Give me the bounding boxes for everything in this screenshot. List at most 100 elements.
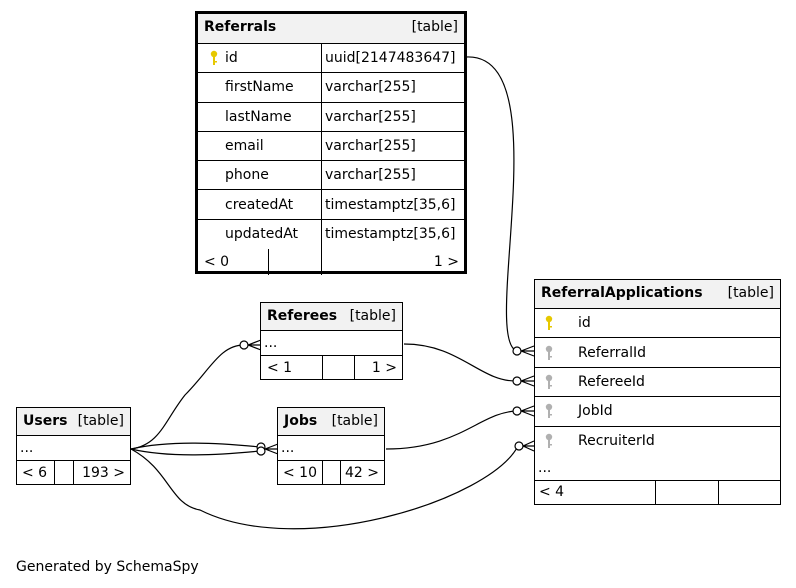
column-row: createdAt timestamptz[35,6] [198, 190, 464, 220]
column-type: varchar[255] [325, 108, 416, 125]
column-row: phone varchar[255] [198, 161, 464, 191]
column-name: id [578, 315, 591, 332]
column-name: phone [225, 167, 269, 184]
edge-end-circle [512, 406, 522, 416]
edge-users-referralapplications [130, 445, 519, 530]
column-name: updatedAt [225, 226, 299, 243]
edge-users-jobs-2 [130, 448, 261, 456]
table-name: ReferralApplications [541, 285, 703, 301]
ellipsis-row: ... [278, 436, 384, 461]
generated-by-text: Generated by SchemaSpy [16, 559, 199, 575]
crowfoot [520, 405, 535, 417]
column-name: ReferralId [578, 344, 647, 361]
table-header: Referrals [table] [198, 14, 464, 44]
table-footer: < 6 193 > [17, 461, 130, 484]
table-referrals[interactable]: Referrals [table] id uuid[2147483647] firs… [195, 11, 467, 276]
column-name: RefereeId [578, 373, 645, 390]
footer-left: < 6 [22, 464, 48, 481]
edge-referees-referralapplications [403, 343, 518, 382]
table-referees[interactable]: Referees [table] ... < 1 1 > [260, 302, 403, 380]
crowfoot [264, 443, 279, 455]
edge-referrals-referralapplications [465, 56, 518, 352]
edge-end-circle [256, 446, 266, 456]
table-footer: < 0 1 > [198, 249, 464, 276]
column-row: firstName varchar[255] [198, 73, 464, 103]
ellipsis-row: ... [17, 436, 130, 461]
footer-right: 42 > [345, 464, 379, 481]
column-row: JobId [535, 397, 780, 427]
table-name: Users [23, 413, 68, 429]
foreign-key-icon [545, 345, 553, 361]
footer-right: 1 > [371, 359, 397, 376]
column-name: lastName [225, 108, 292, 125]
column-type: varchar[255] [325, 138, 416, 155]
table-kind: [table] [349, 308, 396, 324]
column-name: JobId [578, 403, 613, 420]
footer-right: 193 > [82, 464, 125, 481]
column-name: email [225, 138, 264, 155]
footer-left: < 10 [283, 464, 317, 481]
crowfoot [520, 345, 535, 357]
footer-left: < 1 [267, 359, 293, 376]
foreign-key-icon [545, 433, 553, 449]
foreign-key-icon [545, 403, 553, 419]
footer-right: 1 > [433, 254, 459, 271]
ellipsis-row: ... [535, 456, 780, 481]
ellipsis: ... [20, 440, 34, 456]
edge-end-circle [514, 441, 524, 451]
column-name: RecruiterId [578, 433, 655, 450]
edge-end-circle [239, 340, 249, 350]
column-row: ReferralId [535, 338, 780, 368]
table-header: Users [table] [17, 408, 130, 436]
column-row: lastName varchar[255] [198, 102, 464, 132]
edge-jobs-referralapplications [385, 410, 518, 450]
column-row: RefereeId [535, 368, 780, 398]
table-kind: [table] [727, 285, 774, 301]
table-kind: [table] [411, 19, 458, 35]
column-row: email varchar[255] [198, 131, 464, 162]
table-name: Referrals [204, 19, 277, 35]
column-name: createdAt [225, 196, 294, 213]
column-name: firstName [225, 79, 294, 96]
column-row: RecruiterId [535, 427, 780, 456]
ellipsis: ... [264, 335, 278, 351]
table-name: Jobs [284, 413, 318, 429]
foreign-key-icon [545, 374, 553, 390]
column-type: timestamptz[35,6] [325, 226, 456, 243]
column-name: id [225, 50, 238, 67]
table-header: Referees [table] [261, 303, 402, 331]
crowfoot [520, 375, 535, 387]
column-type: varchar[255] [325, 167, 416, 184]
column-row: id uuid[2147483647] [198, 44, 464, 74]
table-kind: [table] [331, 413, 378, 429]
ellipsis: ... [281, 440, 295, 456]
crowfoot [522, 440, 535, 452]
edge-end-circle [512, 346, 522, 356]
primary-key-icon [210, 50, 218, 66]
table-footer: < 10 42 > [278, 461, 384, 484]
column-row: updatedAt timestamptz[35,6] [198, 219, 464, 250]
footer-left: < 0 [204, 254, 230, 271]
table-header: ReferralApplications [table] [535, 280, 780, 309]
column-row: id [535, 309, 780, 339]
column-type: uuid[2147483647] [325, 50, 456, 67]
table-footer: < 4 [535, 480, 780, 504]
table-jobs[interactable]: Jobs [table] ... < 10 42 > [277, 407, 385, 485]
table-kind: [table] [77, 413, 124, 429]
footer-left: < 4 [539, 484, 565, 501]
table-users[interactable]: Users [table] ... < 6 193 > [16, 407, 131, 485]
table-footer: < 1 1 > [261, 356, 402, 379]
edge-users-referees [130, 344, 245, 450]
table-header: Jobs [table] [278, 408, 384, 436]
column-type: varchar[255] [325, 79, 416, 96]
primary-key-icon [545, 315, 553, 331]
column-type: timestamptz[35,6] [325, 196, 456, 213]
crowfoot [247, 339, 262, 351]
edge-end-circle [512, 376, 522, 386]
edge-users-jobs-1 [130, 442, 261, 450]
ellipsis-row: ... [261, 331, 402, 356]
table-name: Referees [267, 308, 338, 324]
ellipsis: ... [538, 459, 552, 476]
